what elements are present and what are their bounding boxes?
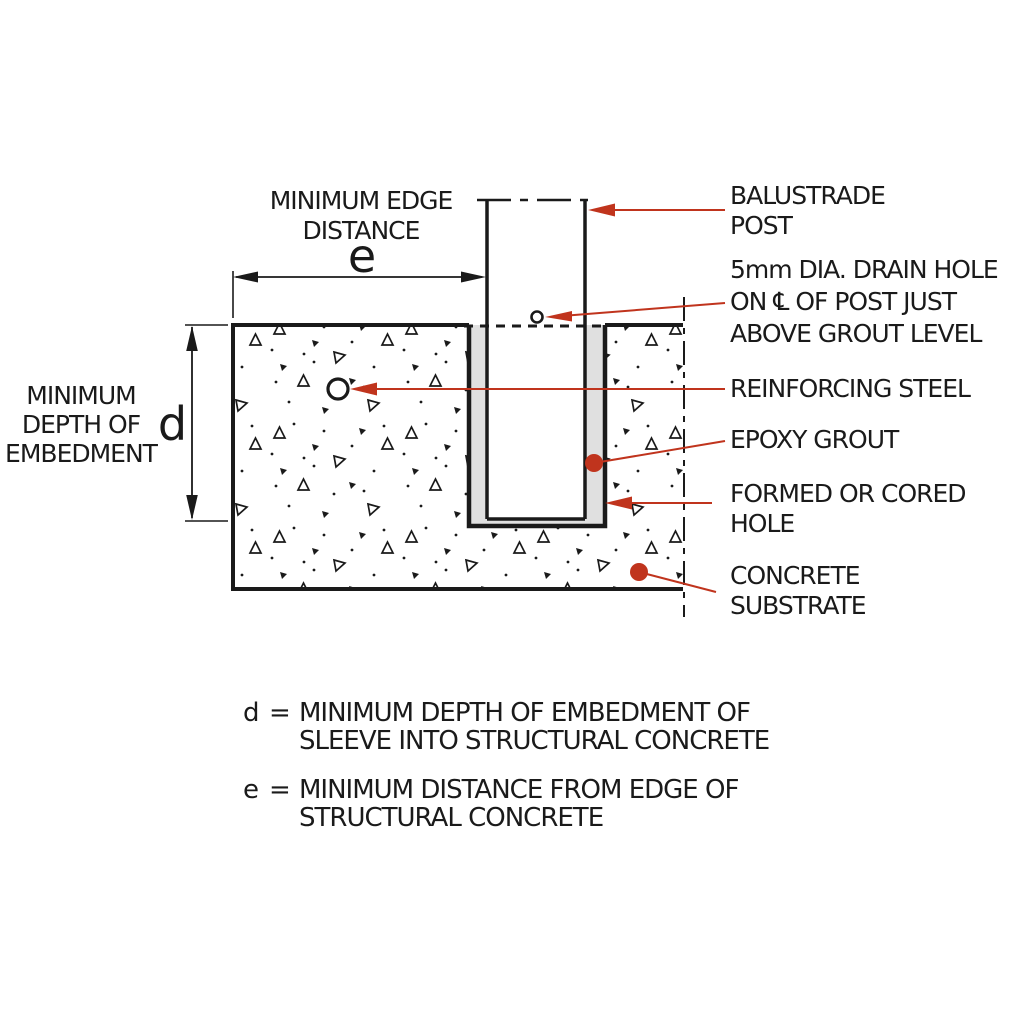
concrete-substrate-hatch [233,325,683,589]
edge-distance-dimension [232,271,486,318]
dim-arrow-left-icon [233,271,258,283]
leader-drain-hole [545,302,726,322]
legend-symbol-d: d [243,698,260,728]
drain-hole-circle [530,310,544,324]
min-edge-distance-label: MINIMUM EDGE DISTANCE [269,186,454,245]
dim-arrow-up-icon [186,326,198,351]
concrete-outline [231,323,683,591]
leader-arrow-icon [605,496,632,510]
formed-hole-outline [466,325,608,529]
dim-arrow-down-icon [186,495,198,520]
callout-balustrade-post: BALUSTRADE POST [730,181,886,240]
min-depth-embedment-label: MINIMUM DEPTH OF EMBEDMENT [5,381,158,468]
leader-epoxy-grout [585,440,726,472]
leader-balustrade-post [588,203,725,217]
callout-epoxy-grout: EPOXY GROUT [730,425,899,454]
balustrade-post-shape [485,200,587,521]
leader-arrow-icon [350,382,377,396]
callout-formed-cored-hole: FORMED OR CORED HOLE [730,479,967,538]
leader-dot-icon [585,454,603,472]
legend-text-e: MINIMUM DISTANCE FROM EDGE OF STRUCTURAL… [299,775,739,833]
leader-arrow-icon [588,203,615,217]
callout-drain-hole: 5mm DIA. DRAIN HOLE ON ℄ OF POST JUST AB… [730,255,999,348]
legend-symbol-e: e [243,775,259,805]
post-interior [488,325,584,518]
leader-reinforcing-steel [350,382,725,396]
dim-d-letter: d [157,397,188,451]
leader-arrow-icon [545,311,572,322]
callout-concrete-substrate: CONCRETE SUBSTRATE [730,561,867,620]
callout-reinforcing-steel: REINFORCING STEEL [730,374,971,403]
leader-dot-icon [630,563,648,581]
legend-equals: = [269,698,291,728]
legend-equals: = [269,775,291,805]
dim-arrow-right-icon [461,271,486,283]
leader-concrete-substrate [630,563,717,593]
legend-row-e: e = MINIMUM DISTANCE FROM EDGE OF STRUCT… [243,775,739,833]
depth-dimension [185,324,228,522]
legend-row-d: d = MINIMUM DEPTH OF EMBEDMENT OF SLEEVE… [243,698,770,756]
legend-text-d: MINIMUM DEPTH OF EMBEDMENT OF SLEEVE INT… [299,698,770,756]
leader-formed-hole [605,496,712,510]
dim-e-letter: e [347,229,377,283]
reinforcing-steel-circle [326,377,350,401]
